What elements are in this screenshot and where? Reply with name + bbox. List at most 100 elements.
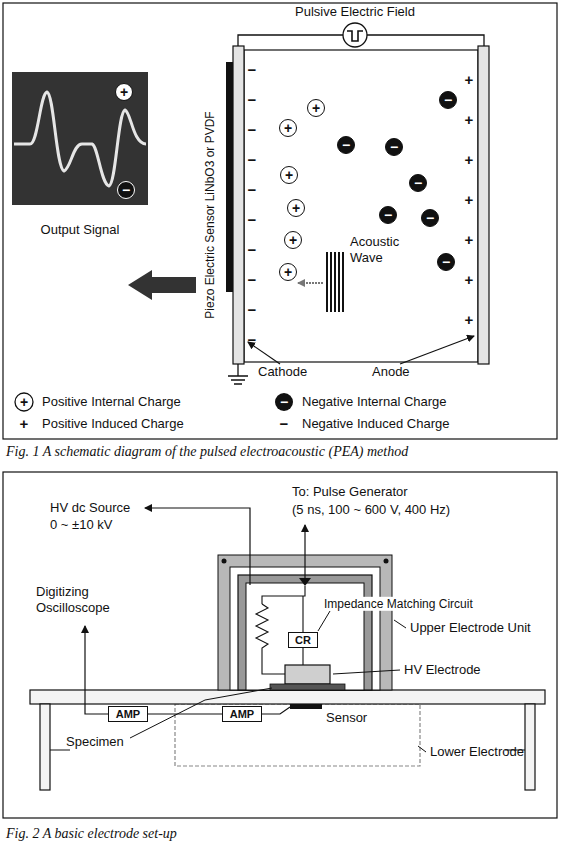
charge-sign: − — [248, 91, 257, 109]
part-label: Digitizing Oscilloscope — [36, 584, 126, 615]
part-label: Cathode — [258, 364, 307, 380]
signal-trace — [14, 92, 146, 186]
charge-sign: − — [248, 271, 257, 289]
part-label: Lower Electrode — [430, 744, 524, 760]
charge-sign: + — [120, 85, 128, 99]
charge-sign: + — [289, 233, 297, 247]
cathode-plate — [233, 46, 244, 364]
legend-text: Positive Internal Charge — [42, 394, 181, 410]
positive-charge: + — [115, 83, 133, 101]
legend-text: Negative Internal Charge — [302, 394, 447, 410]
piezo-sensor — [226, 62, 233, 292]
positive-charge: + — [279, 119, 297, 137]
part-label: Anode — [372, 364, 410, 380]
charge-sign: − — [248, 331, 257, 349]
acoustic-arrow — [298, 282, 323, 284]
charge-sign: − — [248, 151, 257, 169]
positive-charge: + — [287, 199, 305, 217]
legend-text: Negative Induced Charge — [302, 416, 449, 432]
panel-caption: Output Signal — [12, 222, 148, 237]
pulse-circuit — [228, 23, 484, 384]
anode-plate — [478, 46, 489, 364]
charge-sign: − — [248, 121, 257, 139]
lower-electrode — [175, 704, 420, 766]
part-label: 0 ~ ±10 kV — [50, 517, 112, 533]
part-label: To: Pulse Generator — [292, 484, 408, 500]
acoustic-wave — [327, 252, 343, 312]
charge-sign: − — [442, 255, 450, 269]
positive-charge: + — [280, 166, 298, 184]
positive-charge: + — [284, 231, 302, 249]
part-label: Upper Electrode Unit — [410, 620, 531, 636]
charge-sign: − — [280, 415, 289, 433]
charge-sign: + — [284, 121, 292, 135]
leader-lines — [130, 611, 426, 752]
charge-sign: + — [20, 415, 29, 433]
part-label: HV dc Source — [50, 500, 130, 516]
negative-charge: − — [337, 136, 355, 154]
charge-sign: − — [342, 138, 350, 152]
part-label: (5 ns, 100 ~ 600 V, 400 Hz) — [292, 502, 450, 518]
charge-sign: + — [285, 168, 293, 182]
charge-sign: + — [465, 271, 474, 289]
charge-sign: − — [426, 211, 434, 225]
part-label: Specimen — [66, 734, 124, 750]
charge-sign: − — [248, 301, 257, 319]
impedance-wiring — [256, 586, 305, 674]
charge-sign: − — [248, 211, 257, 229]
part-label: Piezo Electric Sensor LiNbO3 or PVDF — [203, 111, 217, 318]
specimen-layer — [270, 684, 345, 690]
charge-sign: − — [390, 140, 398, 154]
sensor-bar — [290, 704, 322, 709]
hv-electrode — [285, 665, 330, 684]
figure-caption: Fig. 1 A schematic diagram of the pulsed… — [6, 444, 408, 461]
charge-sign: + — [465, 191, 474, 209]
signal-wire — [148, 713, 222, 714]
part-label: Acoustic Wave — [350, 234, 412, 265]
box-text: AMP — [116, 709, 140, 720]
positive-charge: + — [307, 99, 325, 117]
negative-charge: − — [117, 181, 135, 199]
box-text: AMP — [230, 709, 254, 720]
part-label: Impedance Matching Circuit — [322, 597, 475, 611]
charge-sign: − — [248, 241, 257, 259]
charge-sign: − — [248, 181, 257, 199]
negative-charge: − — [385, 138, 403, 156]
component-box: AMP — [108, 706, 148, 722]
charge-sign: + — [465, 151, 474, 169]
part-label: Sensor — [326, 710, 367, 726]
charge-sign: − — [248, 61, 257, 79]
negative-charge: − — [437, 253, 455, 271]
figure-caption: Fig. 2 A basic electrode set-up — [6, 826, 177, 843]
charge-sign: − — [414, 176, 422, 190]
charge-sign: + — [20, 394, 28, 411]
charge-sign: − — [444, 93, 452, 107]
component-box: AMP — [222, 706, 262, 722]
component-box: CR — [288, 632, 318, 648]
charge-sign: + — [312, 101, 320, 115]
charge-sign: + — [465, 111, 474, 129]
signal-arrow — [128, 270, 196, 300]
signal-wiring — [85, 508, 305, 714]
negative-charge: − — [421, 209, 439, 227]
charge-sign: + — [465, 71, 474, 89]
box-text: CR — [295, 635, 311, 646]
negative-charge: − — [409, 174, 427, 192]
charge-sign: − — [384, 208, 392, 222]
charge-sign: + — [284, 265, 292, 279]
positive-charge: + — [279, 263, 297, 281]
figure-frame — [3, 472, 557, 818]
negative-charge: − — [439, 91, 457, 109]
figure-frame — [3, 3, 557, 439]
legend-text: Positive Induced Charge — [42, 416, 184, 432]
output-signal-panel: Output Signal + − — [12, 72, 148, 244]
charge-sign: + — [465, 311, 474, 329]
electrode-pointers — [248, 336, 474, 364]
part-label: HV Electrode — [404, 662, 481, 678]
legend-samples — [15, 393, 293, 411]
charge-sign: + — [465, 231, 474, 249]
charge-sign: + — [292, 201, 300, 215]
charge-sign: − — [280, 394, 288, 411]
negative-charge: − — [379, 206, 397, 224]
